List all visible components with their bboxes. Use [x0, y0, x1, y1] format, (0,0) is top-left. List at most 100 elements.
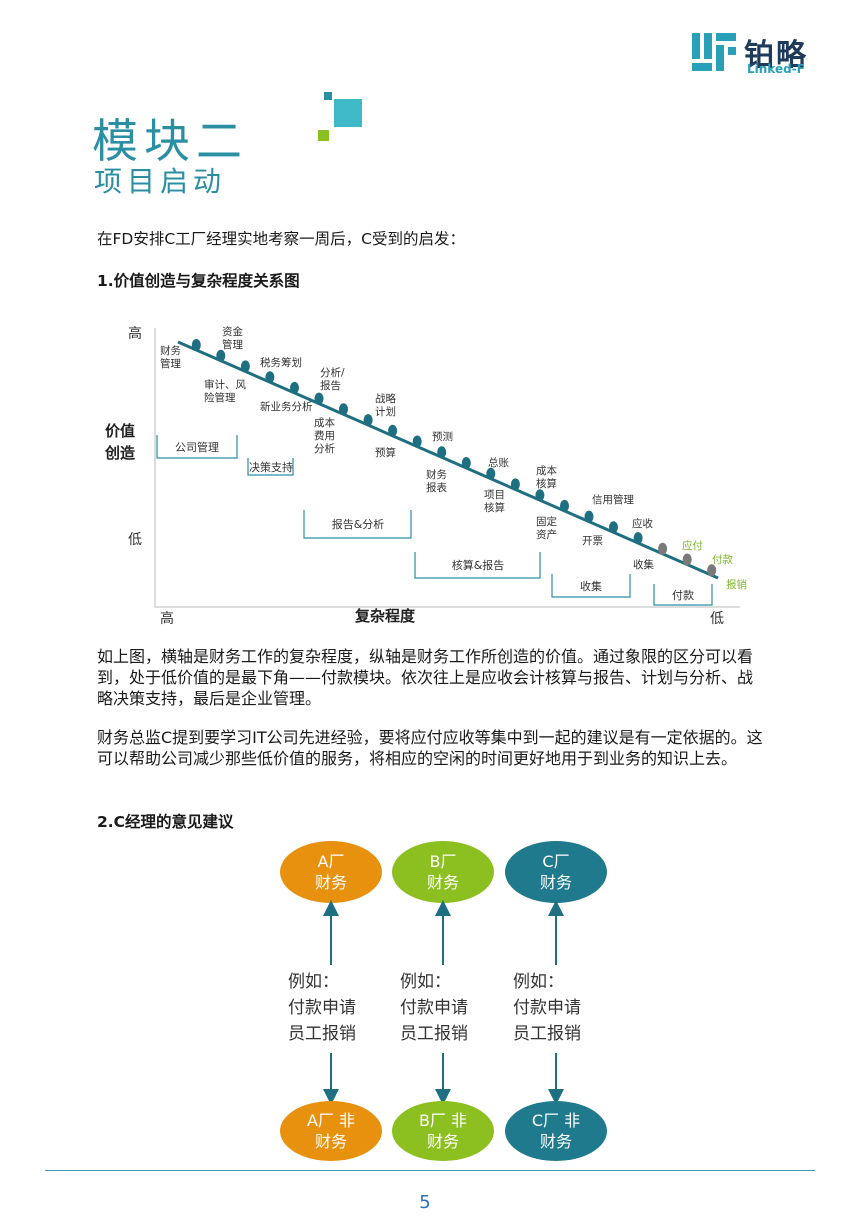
group-label: 决策支持	[249, 460, 293, 474]
chart-point	[682, 553, 692, 566]
point-label: 战略计划	[375, 392, 396, 418]
deco-square-teal	[334, 99, 362, 127]
node-c-nonfinance: C厂 非 财务	[505, 1101, 607, 1161]
chart-point	[461, 457, 471, 469]
chart-point	[314, 392, 324, 405]
example-c-l2: 付款申请	[513, 998, 581, 1018]
example-b-l1: 例如：	[400, 972, 451, 992]
module-title: 模块二	[92, 114, 248, 168]
point-label: 项目核算	[484, 489, 505, 514]
y-axis-label-2: 创造	[104, 444, 135, 462]
point-label: 固定资产	[536, 515, 557, 541]
point-label: 成本核算	[536, 464, 557, 490]
logo-text-cn: 铂略	[744, 38, 808, 73]
example-c: 例如： 付款申请 员工报销	[513, 969, 581, 1047]
group-bracket	[551, 574, 631, 598]
point-label: 成本费用分析	[314, 416, 335, 455]
chart-point	[412, 435, 422, 448]
node-c-finance-l1: C厂	[542, 852, 570, 871]
para-suggestion: 财务总监C提到要学习IT公司先进经验，要将应付应收等集中到一起的建议是有一定依据…	[97, 728, 763, 768]
group-bracket	[247, 458, 294, 476]
node-c-finance-l2: 财务	[539, 873, 572, 892]
node-a-nonfinance-l2: 财务	[314, 1132, 347, 1151]
chart-point	[240, 360, 250, 373]
point-label: 税务筹划	[260, 356, 302, 369]
group-label: 报告&分析	[332, 517, 385, 531]
para-explanation: 如上图，横轴是财务工作的复杂程度，纵轴是财务工作所创造的价值。通过象限的区分可以…	[97, 647, 754, 708]
chart-point	[707, 564, 717, 577]
logo-text-en: Linked-F	[747, 62, 805, 76]
point-label: 付款	[712, 553, 733, 566]
x-tick-low: 低	[710, 611, 724, 627]
group-label: 收集	[580, 579, 602, 593]
point-label: 财务管理	[160, 344, 181, 370]
chart-point	[216, 349, 226, 362]
deco-square-green	[318, 130, 329, 141]
point-label: 财务报表	[426, 468, 447, 494]
chart-point	[658, 542, 668, 555]
group-label: 付款	[672, 588, 694, 602]
chart-point	[510, 478, 520, 491]
example-b-l3: 员工报销	[400, 1024, 468, 1044]
example-b-l2: 付款申请	[400, 998, 468, 1018]
chart-point	[633, 532, 643, 545]
point-label: 新业务分析	[260, 400, 313, 413]
node-a-finance-l1: A厂	[317, 852, 345, 871]
section1-title: 1.价值创造与复杂程度关系图	[97, 272, 300, 290]
point-label: 开票	[582, 535, 603, 547]
section2-title: 2.C经理的意见建议	[97, 813, 234, 831]
example-a: 例如： 付款申请 员工报销	[288, 969, 356, 1047]
footer-divider	[45, 1170, 815, 1171]
chart-point	[191, 339, 201, 351]
point-label: 预算	[375, 446, 396, 459]
node-a-finance-l2: 财务	[314, 873, 347, 892]
chart-point	[560, 499, 569, 512]
point-label: 报销	[726, 578, 747, 591]
node-c-nonfinance-l2: 财务	[539, 1132, 572, 1151]
y-axis-label-1: 价值	[105, 422, 135, 440]
example-a-l2: 付款申请	[288, 998, 356, 1018]
node-b-nonfinance: B厂 非 财务	[392, 1101, 494, 1161]
group-label: 核算&报告	[452, 558, 505, 572]
group-bracket	[414, 552, 541, 579]
x-tick-high: 高	[160, 610, 174, 627]
node-a-nonfinance-l1: A厂 非	[306, 1111, 356, 1130]
node-a-finance: A厂 财务	[280, 841, 382, 903]
y-tick-high: 高	[128, 325, 142, 342]
chart-point	[363, 414, 373, 427]
node-c-finance: C厂 财务	[505, 841, 607, 903]
group-bracket	[653, 584, 713, 606]
example-a-l1: 例如：	[288, 972, 339, 992]
point-label: 应付	[682, 539, 703, 552]
group-bracket	[303, 510, 412, 539]
flow-diagram: A厂 财务 B厂 财务 C厂 财务 例如： 付款申请 员工报销 例如： 付款申请	[270, 835, 620, 1165]
y-tick-low: 低	[128, 532, 142, 548]
x-axis-label: 复杂程度	[354, 607, 416, 625]
node-b-finance: B厂 财务	[392, 841, 494, 903]
node-b-nonfinance-l2: 财务	[426, 1132, 459, 1151]
chart-point	[339, 403, 348, 416]
chart-point	[290, 381, 299, 394]
linked-f-logo-icon	[692, 33, 736, 71]
point-label: 总账	[488, 456, 509, 469]
group-bracket	[156, 435, 238, 459]
point-label: 审计、风险管理	[204, 378, 246, 404]
node-b-nonfinance-l1: B厂 非	[418, 1111, 468, 1130]
chart-point	[609, 521, 618, 534]
chart-point	[388, 424, 398, 437]
point-label: 预测	[432, 430, 453, 443]
node-c-nonfinance-l1: C厂 非	[531, 1111, 581, 1130]
point-label: 信用管理	[592, 493, 634, 506]
example-a-l3: 员工报销	[288, 1024, 356, 1044]
node-b-finance-l1: B厂	[429, 852, 457, 871]
chart-point	[535, 489, 545, 502]
node-a-nonfinance: A厂 非 财务	[280, 1101, 382, 1161]
deco-square-small	[324, 92, 332, 100]
point-label: 收集	[633, 558, 654, 571]
chart-point	[584, 510, 594, 523]
page-number: 5	[419, 1192, 431, 1213]
flow-arrows	[323, 900, 564, 1105]
group-label: 公司管理	[175, 440, 219, 454]
node-b-finance-l2: 财务	[426, 873, 459, 892]
example-c-l3: 员工报销	[513, 1024, 581, 1044]
